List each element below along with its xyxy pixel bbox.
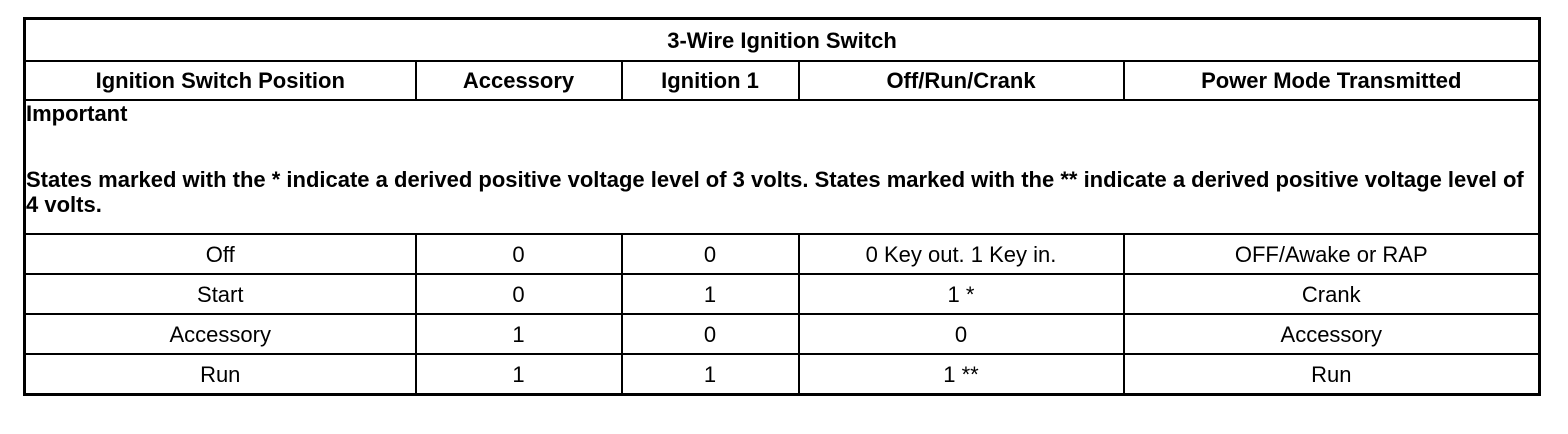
ignition-switch-table: 3-Wire Ignition Switch Ignition Switch P… [23,17,1542,396]
cell-power-mode: OFF/Awake or RAP [1122,233,1541,275]
important-note: Important States marked with the * indic… [23,99,1541,235]
column-header-off-run-crank: Off/Run/Crank [797,60,1125,101]
header-row: Ignition Switch Position Accessory Ignit… [23,60,1541,101]
cell-position: Accessory [23,313,417,355]
title-row: 3-Wire Ignition Switch [23,17,1541,62]
cell-accessory: 1 [414,313,623,355]
note-heading: Important [26,101,128,126]
cell-ignition-1: 0 [620,233,800,275]
note-text: States marked with the * indicate a deri… [26,167,1524,217]
cell-position: Start [23,273,417,315]
cell-accessory: 0 [414,233,623,275]
cell-power-mode: Crank [1122,273,1541,315]
note-row: Important States marked with the * indic… [23,99,1541,235]
cell-accessory: 1 [414,353,623,396]
cell-ignition-1: 1 [620,273,800,315]
table-row: Off 0 0 0 Key out. 1 Key in. OFF/Awake o… [23,233,1541,275]
cell-power-mode: Run [1122,353,1541,396]
column-header-accessory: Accessory [414,60,623,101]
cell-ignition-1: 1 [620,353,800,396]
table-row: Accessory 1 0 0 Accessory [23,313,1541,355]
column-header-power-mode: Power Mode Transmitted [1122,60,1541,101]
cell-power-mode: Accessory [1122,313,1541,355]
table-title: 3-Wire Ignition Switch [23,17,1541,62]
column-header-position: Ignition Switch Position [23,60,417,101]
cell-position: Off [23,233,417,275]
table-row: Run 1 1 1 ** Run [23,353,1541,396]
cell-off-run-crank: 0 [797,313,1125,355]
cell-accessory: 0 [414,273,623,315]
cell-off-run-crank: 0 Key out. 1 Key in. [797,233,1125,275]
cell-off-run-crank: 1 ** [797,353,1125,396]
cell-ignition-1: 0 [620,313,800,355]
table-row: Start 0 1 1 * Crank [23,273,1541,315]
cell-off-run-crank: 1 * [797,273,1125,315]
cell-position: Run [23,353,417,396]
column-header-ignition-1: Ignition 1 [620,60,800,101]
